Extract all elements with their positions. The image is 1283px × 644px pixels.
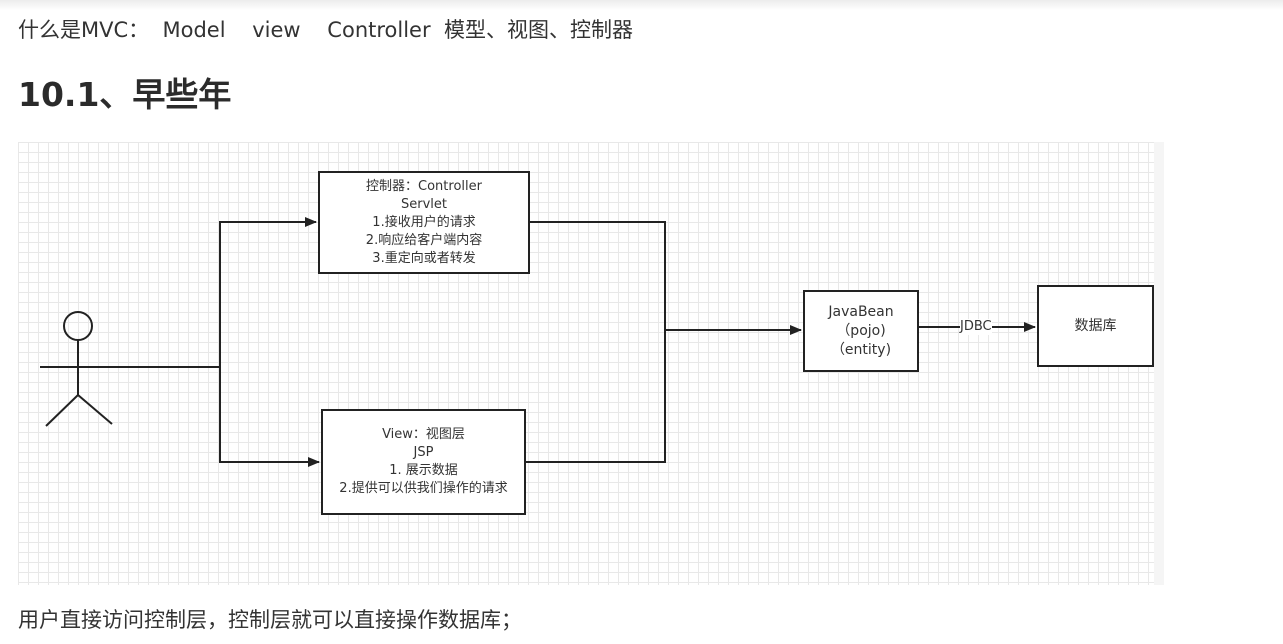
jdbc-label: JDBC [960,319,992,335]
javabean-entity-label: （entity) [830,341,892,358]
to-view-arrow [219,367,320,467]
controller-servlet-label: Servlet [401,196,447,212]
view-item-1: 1. 展示数据 [389,463,458,478]
view-item-2: 2.提供可以供我们操作的请求 [339,481,508,496]
controller-item-3: 3.重定向或者转发 [372,250,476,266]
controller-to-merge-connector [530,221,666,330]
view-to-merge-connector [526,330,666,463]
view-title: View：视图层 [382,427,465,442]
javabean-title: JavaBean [828,303,894,320]
mvc-diagram: 控制器：Controller Servlet 1.接收用户的请求 2.响应给客户… [18,142,1164,585]
controller-title: 控制器：Controller [366,178,482,194]
controller-box: 控制器：Controller Servlet 1.接收用户的请求 2.响应给客户… [318,171,530,274]
controller-item-2: 2.响应给客户端内容 [365,232,483,248]
diagram-connectors [40,217,1036,467]
to-controller-arrow [219,217,317,367]
user-actor-icon [40,311,118,427]
view-jsp-label: JSP [413,445,434,460]
javabean-box: JavaBean （pojo) （entity) [803,290,919,372]
database-label: 数据库 [1074,318,1117,334]
diagram-right-edge [1154,142,1164,585]
section-heading: 10.1、早些年 [18,75,232,114]
view-box: View：视图层 JSP 1. 展示数据 2.提供可以供我们操作的请求 [321,409,526,515]
database-box: 数据库 [1037,285,1154,367]
outro-line: 用户直接访问控制层，控制层就可以直接操作数据库； [18,608,522,632]
intro-line: 什么是MVC： Model view Controller 模型、视图、控制器 [18,18,633,42]
javabean-pojo-label: （pojo) [836,322,886,339]
top-fade [0,0,1283,10]
controller-item-1: 1.接收用户的请求 [372,214,476,230]
